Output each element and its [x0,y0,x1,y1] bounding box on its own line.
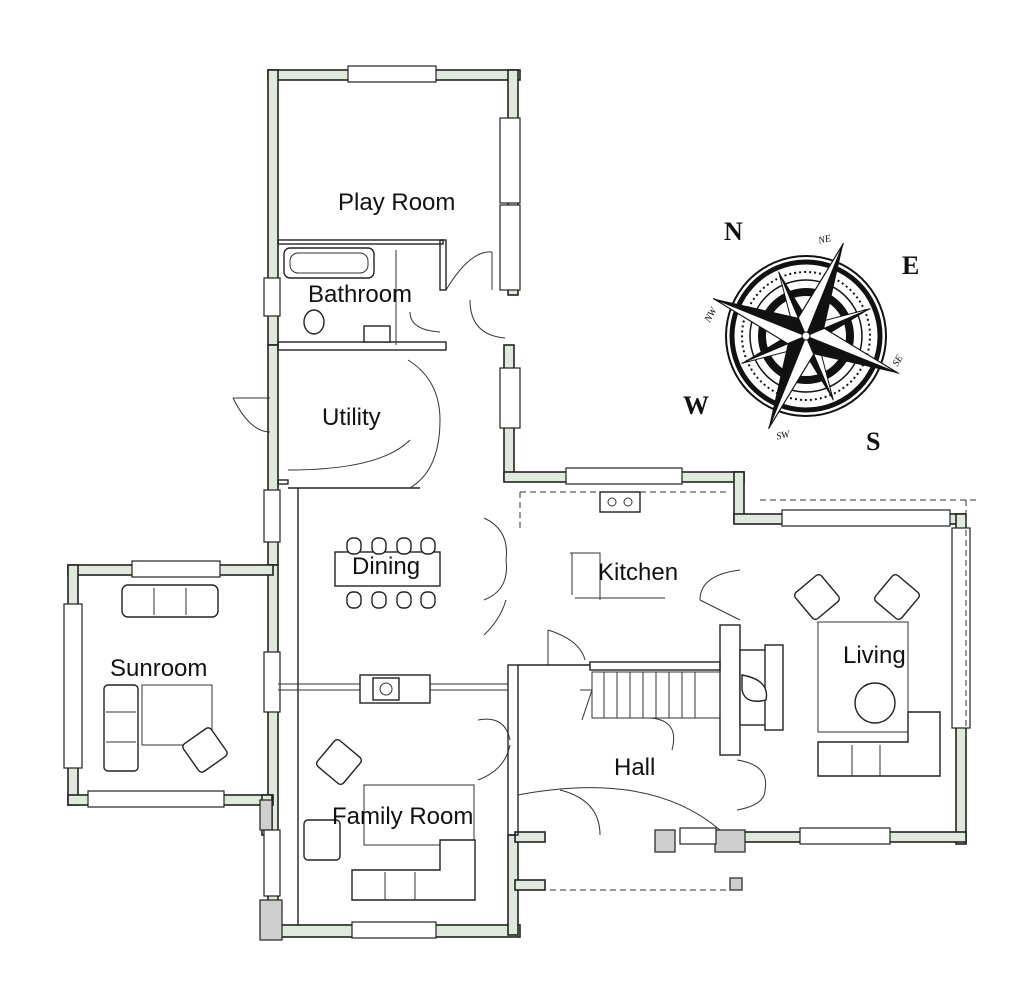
label-hall: Hall [614,754,655,781]
bathroom-fixtures [283,247,397,345]
fireplace-central [359,674,431,704]
windows [63,65,971,939]
family-room-furniture [303,738,476,901]
label-utility: Utility [322,404,381,431]
compass-rose [712,242,900,430]
label-kitchen: Kitchen [598,559,678,586]
kitchen-fixtures [570,491,665,600]
compass-nw: NW [702,304,720,325]
label-dining: Dining [352,553,420,580]
label-sunroom: Sunroom [110,655,207,682]
label-living: Living [843,642,906,669]
stairs [580,671,721,751]
living-furniture [793,573,941,777]
compass-e: E [902,251,919,280]
living-fireplace [739,644,784,731]
compass-se: SE [891,353,906,368]
compass-w: W [683,391,709,420]
compass-n: N [724,217,743,246]
label-play-room: Play Room [338,189,455,216]
compass-labels: N E S W NE NW SE SW [683,217,919,456]
compass-ne: NE [816,233,832,247]
sunroom-furniture [103,584,228,773]
compass-sw: SW [775,429,792,443]
room-labels: Play Room Bathroom Utility Dining Kitche… [110,189,906,830]
dining-table [334,537,441,609]
label-bathroom: Bathroom [308,281,412,308]
label-family-room: Family Room [332,803,473,830]
compass-s: S [866,427,880,456]
doors [232,251,767,836]
